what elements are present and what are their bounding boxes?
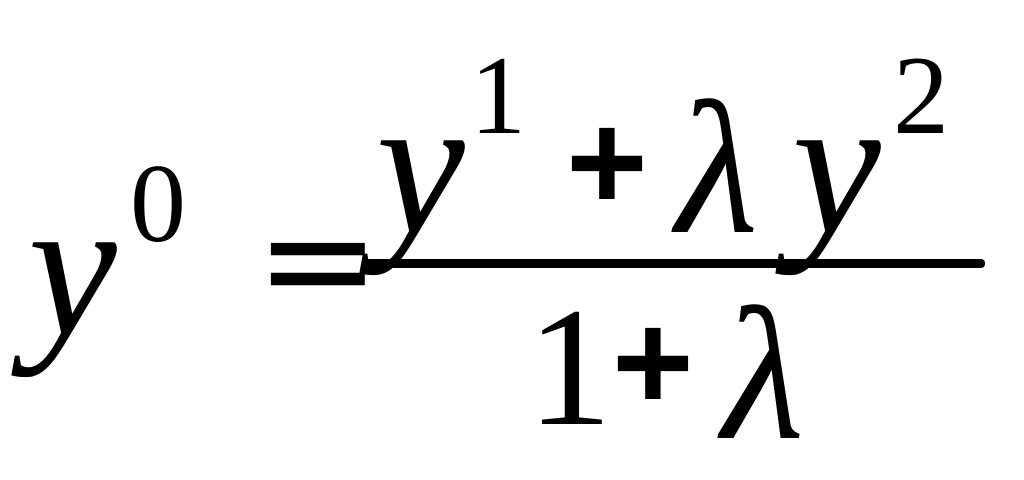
numerator-superscript-1: 1 [470,34,526,158]
lhs-superscript: 0 [130,142,186,266]
lhs-variable-y: y [28,157,117,378]
equals-sign: = [255,173,381,347]
denominator-one: 1 [527,273,612,461]
numerator-variable-y2: y [792,55,881,276]
numerator-superscript-2: 2 [893,34,949,158]
numerator-variable-y1: y [376,55,465,276]
denominator-lambda: λ [722,270,805,480]
numerator-plus-sign: + [566,83,648,240]
numerator-lambda: λ [676,64,759,274]
equation: y 0 = y 1 + λ y 2 1 + λ [28,34,985,470]
fraction-bar [365,259,985,268]
denominator-plus-sign: + [612,283,694,440]
